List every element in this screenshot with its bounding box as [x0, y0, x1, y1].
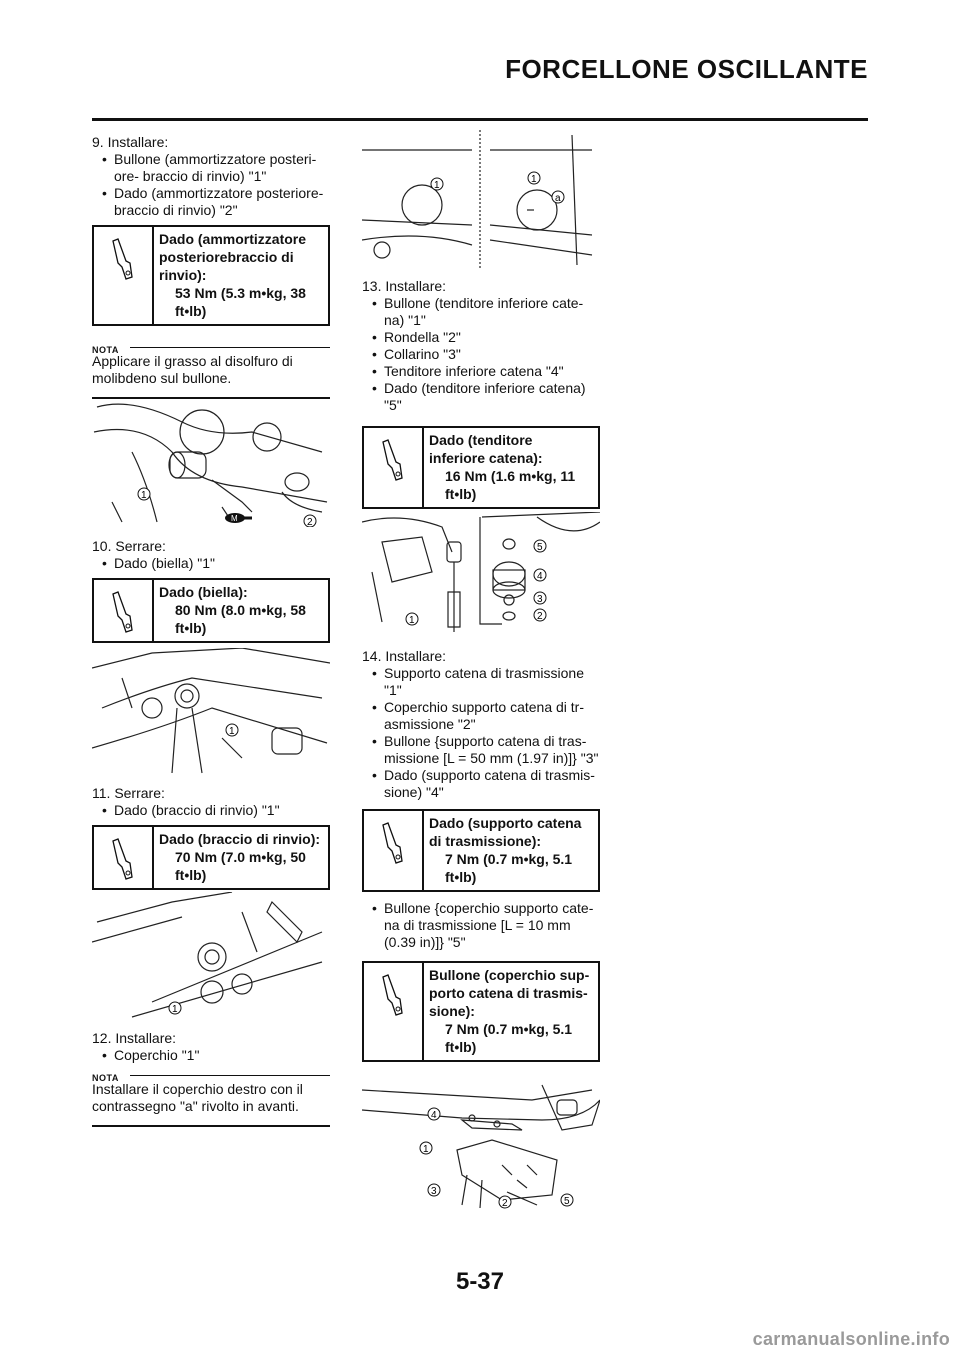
step-12-head: 12. Installare: [92, 1030, 177, 1046]
callout: 5 [564, 1196, 570, 1207]
callout: 5 [537, 542, 543, 553]
nota-text: Installare il coperchio destro con il co… [92, 1081, 303, 1114]
torque-label: Bullone (coperchio sup- porto catena di … [429, 967, 590, 1019]
list-item: Bullone {supporto catena di tras- missio… [372, 733, 600, 767]
figure-chain-support: 4 1 3 2 5 [362, 1084, 600, 1209]
torque-value: 70 Nm (7.0 m•kg, 50 ft•lb) [175, 849, 306, 883]
nota-label: NOTA [92, 1073, 119, 1083]
callout: 1 [141, 490, 147, 501]
figure-cover: 1 1 a [362, 130, 593, 270]
callout: a [555, 193, 561, 204]
step-10-head: 10. Serrare: [92, 538, 166, 554]
list-item: Bullone (tenditore inferiore cate- na) "… [372, 295, 600, 329]
torque-value: 7 Nm (0.7 m•kg, 5.1 ft•lb) [445, 851, 573, 885]
torque-wrench-icon [94, 827, 154, 888]
page-title: FORCELLONE OSCILLANTE [505, 54, 868, 84]
list-item: Rondella "2" [372, 329, 600, 346]
page-number: 5-37 [455, 1268, 505, 1295]
list-item: Dado (supporto catena di trasmis- sione)… [372, 767, 600, 801]
callout: 1 [229, 726, 235, 737]
watermark: carmanualsonline.info [752, 1329, 950, 1349]
torque-box: Dado (tenditore inferiore catena):16 Nm … [362, 426, 600, 509]
step-13-head: 13. Installare: [362, 278, 447, 294]
left-column-3: 11. Serrare: Dado (braccio di rinvio) "1… [92, 785, 330, 890]
torque-value: 53 Nm (5.3 m•kg, 38 ft•lb) [175, 285, 306, 319]
torque-label: Dado (supporto catena di trasmissione): [429, 815, 582, 849]
step-11-head: 11. Serrare: [92, 785, 165, 801]
torque-box: Bullone (coperchio sup- porto catena di … [362, 961, 600, 1062]
list-item: Bullone {coperchio supporto cate- na di … [372, 900, 600, 951]
callout: 4 [537, 571, 543, 582]
list-item: Dado (ammortizzatore posteriore- braccio… [102, 185, 330, 219]
torque-wrench-icon [94, 580, 154, 641]
list-item: Collarino "3" [372, 346, 600, 363]
callout: 1 [423, 1144, 429, 1155]
list-item: Coperchio "1" [102, 1047, 330, 1064]
torque-label: Dado (tenditore inferiore catena): [429, 432, 543, 466]
callout: 1 [434, 180, 440, 191]
torque-wrench-icon [364, 963, 424, 1060]
list-item: Dado (biella) "1" [102, 555, 330, 572]
torque-label: Dado (ammortizzatore posteriorebraccio d… [159, 231, 307, 283]
right-column: 13. Installare: Bullone (tenditore infer… [362, 278, 600, 509]
grease-m-label: M [231, 514, 238, 523]
left-column-4: 12. Installare: Coperchio "1" NOTA Insta… [92, 1030, 330, 1127]
callout: 1 [172, 1004, 178, 1015]
list-item: Bullone (ammortizzatore posteri- ore- br… [102, 151, 330, 185]
list-item: Dado (braccio di rinvio) "1" [102, 802, 330, 819]
list-item: Dado (tenditore inferiore catena) "5" [372, 380, 600, 414]
list-item: Tenditore inferiore catena "4" [372, 363, 600, 380]
callout: 1 [409, 615, 415, 626]
figure-chain-tensioner: 5 4 3 2 1 [362, 512, 600, 632]
torque-box: Dado (ammortizzatore posteriorebraccio d… [92, 225, 330, 326]
torque-box: Dado (biella): 80 Nm (8.0 m•kg, 58 ft•lb) [92, 578, 330, 643]
callout: 3 [537, 594, 543, 605]
right-column-2: 14. Installare: Supporto catena di trasm… [362, 648, 600, 1062]
list-item: Coperchio supporto catena di tr- asmissi… [372, 699, 600, 733]
torque-wrench-icon [364, 428, 424, 507]
callout: 4 [431, 1110, 437, 1121]
torque-label: Dado (braccio di rinvio): [159, 831, 321, 847]
torque-value: 16 Nm (1.6 m•kg, 11 ft•lb) [445, 468, 576, 502]
torque-value: 80 Nm (8.0 m•kg, 58 ft•lb) [175, 602, 306, 636]
step-9-head: 9. Installare: [92, 134, 169, 150]
nota-text: Applicare il grasso al disolfuro di moli… [92, 353, 293, 386]
nota-box: NOTA Applicare il grasso al disolfuro di… [92, 342, 330, 399]
callout: 2 [537, 611, 543, 622]
step-9-items: Bullone (ammortizzatore posteri- ore- br… [92, 151, 330, 219]
figure-relay-arm: 1 [92, 892, 323, 1018]
figure-connecting-rod: 1 [92, 648, 330, 774]
figure-shock-link: 1 2 M [93, 403, 328, 527]
step-14-head: 14. Installare: [362, 648, 447, 664]
callout: 1 [531, 174, 537, 185]
list-item: Supporto catena di trasmissione "1" [372, 665, 600, 699]
left-column: 9. Installare: Bullone (ammortizzatore p… [92, 134, 330, 399]
nota-box: NOTA Installare il coperchio destro con … [92, 1070, 330, 1127]
torque-wrench-icon [364, 811, 424, 890]
nota-label: NOTA [92, 345, 119, 355]
torque-box: Dado (supporto catena di trasmissione):7… [362, 809, 600, 892]
torque-label: Dado (biella): [159, 584, 248, 600]
torque-box: Dado (braccio di rinvio): 70 Nm (7.0 m•kg… [92, 825, 330, 890]
callout: 2 [502, 1198, 508, 1209]
torque-value: 7 Nm (0.7 m•kg, 5.1 ft•lb) [445, 1021, 573, 1055]
torque-wrench-icon [94, 227, 154, 324]
left-column-2: 10. Serrare: Dado (biella) "1" Dado (bie… [92, 538, 330, 643]
header-rule [92, 118, 868, 121]
callout: 3 [431, 1186, 437, 1197]
callout: 2 [307, 517, 313, 527]
